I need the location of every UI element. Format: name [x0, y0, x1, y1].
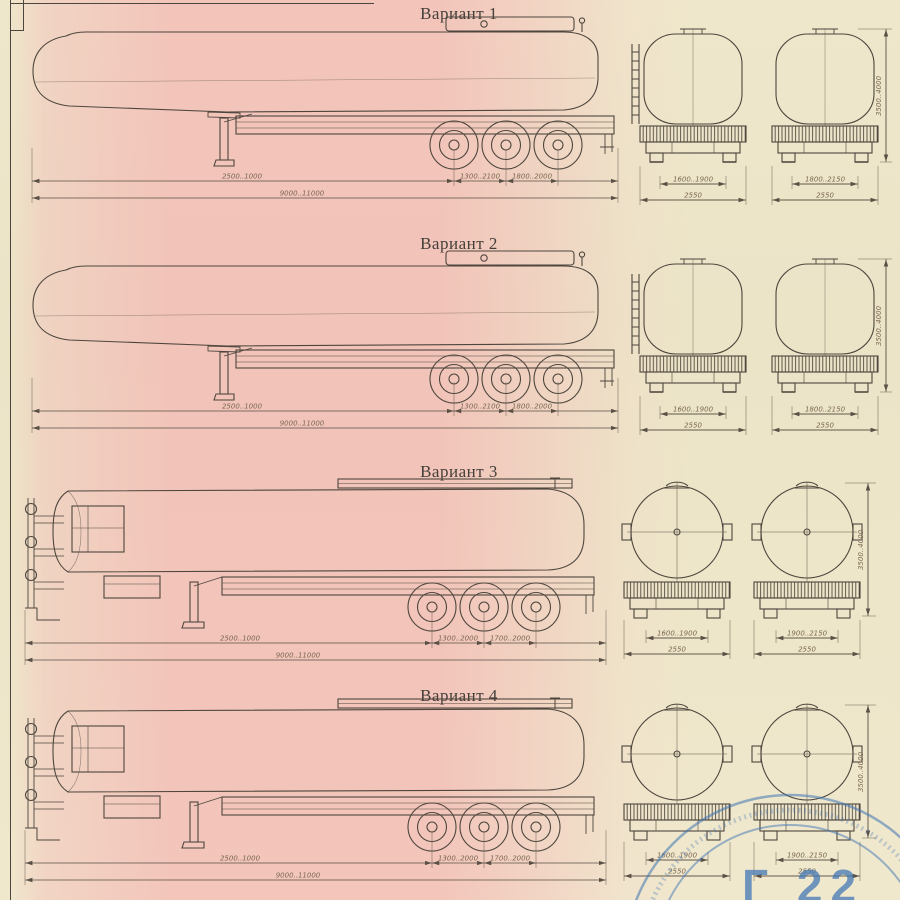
dim-track-left: 1600..1900	[657, 852, 698, 860]
sheet-frame-top-line	[10, 3, 374, 4]
dim-track-left: 1600..1900	[657, 630, 698, 638]
variant-4-drawing: 2500..1000 1300..2000 1700..2000 9000..1…	[24, 697, 876, 885]
rear-view-right	[751, 481, 863, 619]
variant-3-title: Вариант 3	[420, 462, 498, 481]
dim-track-left: 1600..1900	[673, 176, 714, 184]
sheet-frame-left-line	[10, 0, 12, 900]
side-view-tanker	[32, 250, 615, 404]
rear-view-ladder	[631, 43, 640, 125]
variant-1-drawing: 2500..1000 1300..2100 1800..2000 9000..1…	[31, 16, 892, 205]
rear-view-left	[621, 703, 733, 841]
dim-total-length: 9000..11000	[280, 420, 325, 428]
rear-view-left	[621, 481, 733, 619]
dim-track-right: 1800..2150	[805, 176, 846, 184]
side-dimensions: 2500..1000 1300..2000 1700..2000 9000..1…	[24, 610, 607, 665]
height-dimension: 3500..4000	[858, 28, 892, 163]
variant-2-title: Вариант 2	[420, 234, 498, 253]
rear-view-left	[639, 28, 747, 163]
dim-axle-spacing-1: 1300..2100	[460, 173, 501, 181]
side-dimensions: 2500..1000 1300..2100 1800..2000 9000..1…	[31, 148, 619, 203]
variant-1-section: Вариант 1 2500..1000 1300..2100 1800..20…	[0, 0, 900, 230]
dim-front-overhang: 2500..1000	[222, 173, 263, 181]
dim-width-left: 2550	[684, 422, 702, 430]
dim-height: 3500..4000	[857, 751, 865, 792]
side-dimensions: 2500..1000 1300..2000 1700..2000 9000..1…	[24, 830, 607, 885]
dim-height: 3500..4000	[875, 305, 883, 346]
variant-3-drawing: 2500..1000 1300..2000 1700..2000 9000..1…	[24, 477, 876, 665]
rear-dimensions: 1600..1900 2550 1900..2150 2550	[623, 620, 861, 659]
dim-axle-spacing-2: 1800..2000	[512, 173, 553, 181]
side-view-tanker	[24, 477, 595, 632]
rear-dimensions: 1600..1900 2550 1800..2150 2550	[639, 396, 879, 435]
dim-total-length: 9000..11000	[280, 190, 325, 198]
dim-front-overhang: 2500..1000	[220, 855, 261, 863]
side-view-tanker	[32, 16, 615, 170]
dim-width-left: 2550	[668, 868, 686, 876]
dim-total-length: 9000..11000	[276, 652, 321, 660]
sheet-frame-corner-line	[10, 30, 24, 31]
dim-track-right: 1900..2150	[787, 630, 828, 638]
dim-total-length: 9000..11000	[276, 872, 321, 880]
dim-height: 3500..4000	[875, 75, 883, 116]
rear-dimensions: 1600..1900 2550 1800..2150 2550	[639, 166, 879, 205]
rear-view-right	[771, 28, 879, 163]
rear-dimensions: 1600..1900 2550 1900..2150 2550	[623, 842, 861, 881]
dim-front-overhang: 2500..1000	[220, 635, 261, 643]
dim-axle-spacing-1: 1300..2000	[438, 635, 479, 643]
side-dimensions: 2500..1000 1300..2100 1800..2000 9000..1…	[31, 378, 619, 433]
rear-view-right	[771, 258, 879, 393]
height-dimension: 3500..4000	[858, 258, 892, 393]
sheet-frame-inner-line	[23, 0, 24, 31]
dim-width-left: 2550	[668, 646, 686, 654]
dim-front-overhang: 2500..1000	[222, 403, 263, 411]
rear-view-right	[751, 703, 863, 841]
dim-axle-spacing-1: 1300..2100	[460, 403, 501, 411]
dim-width-right: 2550	[816, 192, 834, 200]
variant-1-title: Вариант 1	[420, 4, 498, 23]
dim-width-right: 2550	[798, 646, 816, 654]
dim-height: 3500..4000	[857, 529, 865, 570]
side-view-tanker	[24, 697, 595, 852]
dim-axle-spacing-2: 1700..2000	[490, 855, 531, 863]
dim-axle-spacing-2: 1700..2000	[490, 635, 531, 643]
dim-axle-spacing-2: 1800..2000	[512, 403, 553, 411]
variant-3-section: Вариант 3 2500..1000 1300..2000 1700..20…	[0, 456, 900, 680]
height-dimension: 3500..4000	[845, 482, 876, 617]
dim-track-right: 1900..2150	[787, 852, 828, 860]
rear-view-left	[639, 258, 747, 393]
variant-4-title: Вариант 4	[420, 686, 498, 705]
dim-track-right: 1800..2150	[805, 406, 846, 414]
variant-4-section: Вариант 4 2500..1000 1300..2000 1700..20…	[0, 680, 900, 900]
variant-2-drawing: 2500..1000 1300..2100 1800..2000 9000..1…	[31, 250, 892, 435]
dim-track-left: 1600..1900	[673, 406, 714, 414]
dim-width-left: 2550	[684, 192, 702, 200]
dim-width-right: 2550	[798, 868, 816, 876]
variant-2-section: Вариант 2 2500..1000 1300..2100 1800..20…	[0, 228, 900, 456]
rear-view-ladder	[631, 273, 640, 355]
dim-axle-spacing-1: 1300..2000	[438, 855, 479, 863]
dim-width-right: 2550	[816, 422, 834, 430]
